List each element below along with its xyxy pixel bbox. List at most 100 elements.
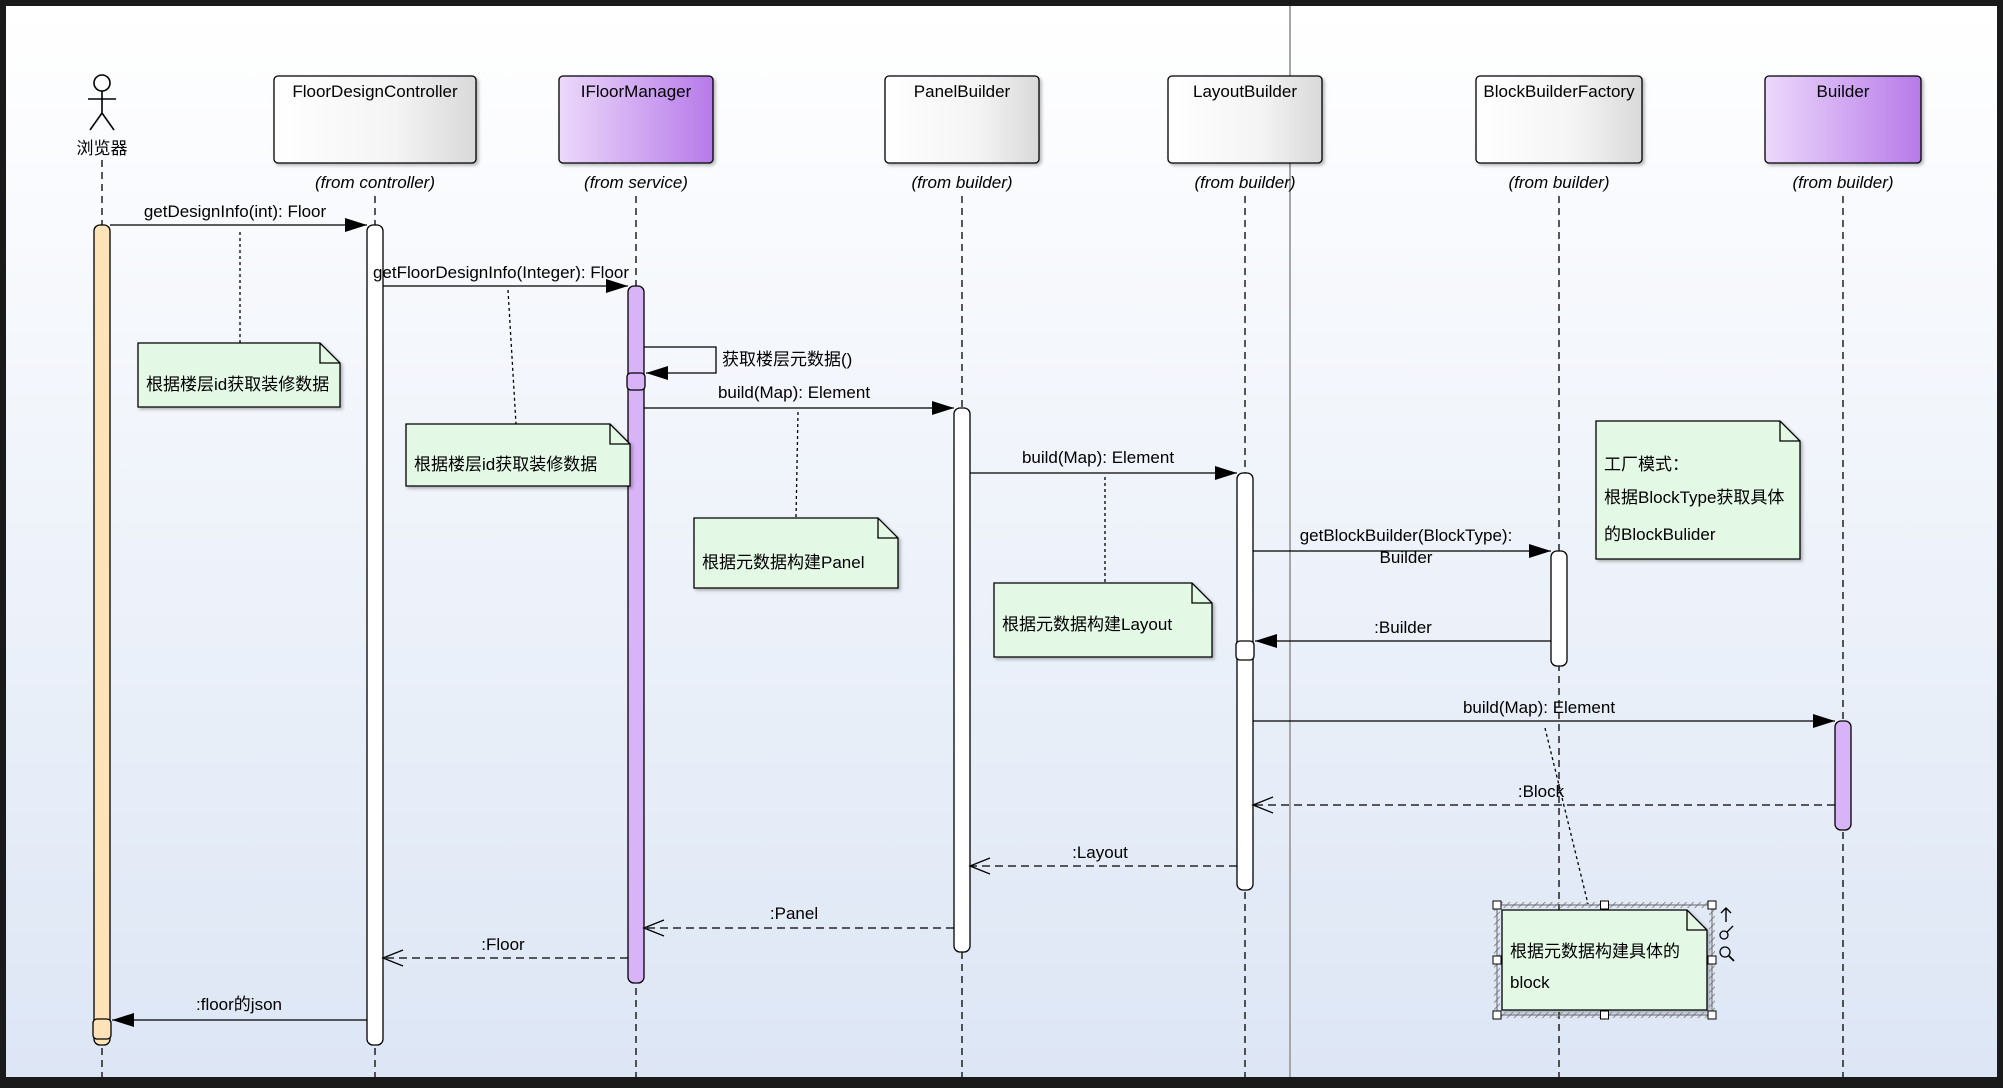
message-label-3: build(Map): Element bbox=[718, 383, 870, 402]
link-icon bbox=[1719, 930, 1729, 940]
link-icon-tail bbox=[1726, 925, 1734, 933]
activation-browser-return bbox=[92, 1018, 112, 1040]
message-label-10: :Panel bbox=[770, 904, 818, 923]
header-box-factory bbox=[1475, 75, 1643, 164]
activation-manager bbox=[627, 285, 645, 984]
message-label-9: :Layout bbox=[1072, 843, 1128, 862]
note-factory-text-0: 工厂模式： bbox=[1604, 455, 1689, 474]
message-arrowhead-12 bbox=[112, 1013, 134, 1027]
message-label-2: 获取楼层元数据() bbox=[722, 350, 852, 369]
header-from-layout: (from builder) bbox=[1194, 173, 1295, 192]
message-arrowhead-11 bbox=[381, 949, 404, 967]
note-manager: 根据楼层id获取装修数据 bbox=[405, 423, 631, 487]
note-controller: 根据楼层id获取装修数据 bbox=[137, 342, 341, 408]
notes-layer: 根据楼层id获取装修数据根据楼层id获取装修数据根据元数据构建Panel根据元数… bbox=[137, 342, 1801, 1011]
note-factory-text-1: 根据BlockType获取具体 bbox=[1604, 488, 1784, 507]
selection-handle-2 bbox=[1707, 900, 1717, 910]
note-factory-text-2: 的BlockBulider bbox=[1604, 525, 1716, 544]
note-layout-text-0: 根据元数据构建Layout bbox=[1002, 615, 1172, 634]
lifeline-header-panel: PanelBuilder (from builder) bbox=[884, 75, 1040, 192]
selection-handle-7 bbox=[1707, 1010, 1717, 1020]
messages-layer: getDesignInfo(int): Floor getFloorDesignI… bbox=[110, 202, 1835, 1027]
message-arrowhead-5 bbox=[1529, 544, 1551, 558]
message-label-12: :floor的json bbox=[196, 995, 282, 1014]
header-from-panel: (from builder) bbox=[911, 173, 1012, 192]
activation-layout-return bbox=[1235, 640, 1255, 661]
header-box-panel bbox=[884, 75, 1040, 164]
actor-browser: 浏览器 bbox=[77, 74, 128, 158]
lifeline-header-factory: BlockBuilderFactory (from builder) bbox=[1475, 75, 1643, 192]
header-box-layout bbox=[1167, 75, 1323, 164]
note-connector-1 bbox=[507, 289, 517, 425]
note-factory-fold bbox=[1779, 421, 1800, 442]
activation-browser bbox=[93, 224, 111, 1046]
note-controller-box bbox=[137, 342, 341, 408]
selection-handle-3 bbox=[1492, 955, 1502, 965]
note-panel-box bbox=[693, 517, 899, 589]
header-name-layout: LayoutBuilder bbox=[1193, 82, 1297, 101]
actor-label: 浏览器 bbox=[77, 139, 128, 158]
activation-controller bbox=[366, 224, 384, 1046]
header-name-factory: BlockBuilderFactory bbox=[1483, 82, 1635, 101]
note-manager-fold bbox=[609, 424, 630, 445]
note-panel: 根据元数据构建Panel bbox=[693, 517, 899, 589]
message-label-11: :Floor bbox=[481, 935, 525, 954]
header-box-controller bbox=[273, 75, 477, 164]
header-box-manager bbox=[558, 75, 714, 164]
message-arrowhead-1 bbox=[606, 279, 628, 293]
message-arrowhead-2 bbox=[646, 366, 668, 380]
message-label-6: :Builder bbox=[1374, 618, 1432, 637]
selection-handle-4 bbox=[1707, 955, 1717, 965]
message-arrowhead-7 bbox=[1813, 714, 1835, 728]
note-controller-fold bbox=[319, 343, 340, 364]
message-arrowhead-4 bbox=[1215, 466, 1237, 480]
note-connector-5 bbox=[1544, 727, 1589, 905]
header-from-manager: (from service) bbox=[584, 173, 688, 192]
note-block-text-1: block bbox=[1510, 973, 1550, 992]
activation-layout bbox=[1236, 472, 1254, 891]
stick-figure-icon bbox=[93, 74, 111, 92]
note-layout: 根据元数据构建Layout bbox=[993, 582, 1213, 658]
message-label-1: getFloorDesignInfo(Integer): Floor bbox=[373, 263, 629, 282]
selection-handle-6 bbox=[1600, 1010, 1609, 1020]
selection-layer bbox=[1492, 900, 1735, 1020]
note-block: 根据元数据构建具体的 block bbox=[1501, 909, 1708, 1011]
lifeline-header-builder: Builder(from builder) bbox=[1764, 75, 1922, 192]
header-name-panel: PanelBuilder bbox=[914, 82, 1011, 101]
note-layout-fold bbox=[1191, 583, 1212, 604]
message-arrowhead-3 bbox=[932, 401, 954, 415]
activation-manager-self bbox=[626, 372, 646, 391]
note-factory-box bbox=[1595, 420, 1801, 560]
note-panel-text-0: 根据元数据构建Panel bbox=[702, 553, 864, 572]
lifeline-header-layout: LayoutBuilder (from builder) bbox=[1167, 75, 1323, 192]
message-label-4: build(Map): Element bbox=[1022, 448, 1174, 467]
message-label-5-line-2: Builder bbox=[1380, 548, 1433, 567]
note-block-box bbox=[1501, 909, 1708, 1011]
message-label-7: build(Map): Element bbox=[1463, 698, 1615, 717]
note-block-text-0: 根据元数据构建具体的 bbox=[1510, 942, 1680, 961]
activation-panel bbox=[953, 407, 971, 953]
message-label-5-line-1: getBlockBuilder(BlockType): bbox=[1300, 526, 1513, 545]
selection-handle-1 bbox=[1600, 900, 1609, 910]
activations-layer bbox=[92, 224, 1852, 1046]
lifeline-header-manager: IFloorManager (from service) bbox=[558, 75, 714, 192]
selection-handle-5 bbox=[1492, 1010, 1502, 1020]
note-layout-box bbox=[993, 582, 1213, 658]
header-box-builder bbox=[1764, 75, 1922, 164]
note-controller-text-0: 根据楼层id获取装修数据 bbox=[146, 375, 329, 394]
selection-handle-0 bbox=[1492, 900, 1502, 910]
activation-factory bbox=[1550, 550, 1568, 667]
message-line-2 bbox=[644, 346, 717, 374]
move-up-icon bbox=[1720, 907, 1732, 922]
message-label-8: :Block bbox=[1518, 782, 1565, 801]
activation-builder bbox=[1834, 720, 1852, 831]
header-name-manager: IFloorManager bbox=[581, 82, 692, 101]
message-arrowhead-10 bbox=[642, 919, 665, 937]
note-panel-fold bbox=[877, 518, 898, 539]
header-from-factory: (from builder) bbox=[1508, 173, 1609, 192]
message-label-0: getDesignInfo(int): Floor bbox=[144, 202, 327, 221]
